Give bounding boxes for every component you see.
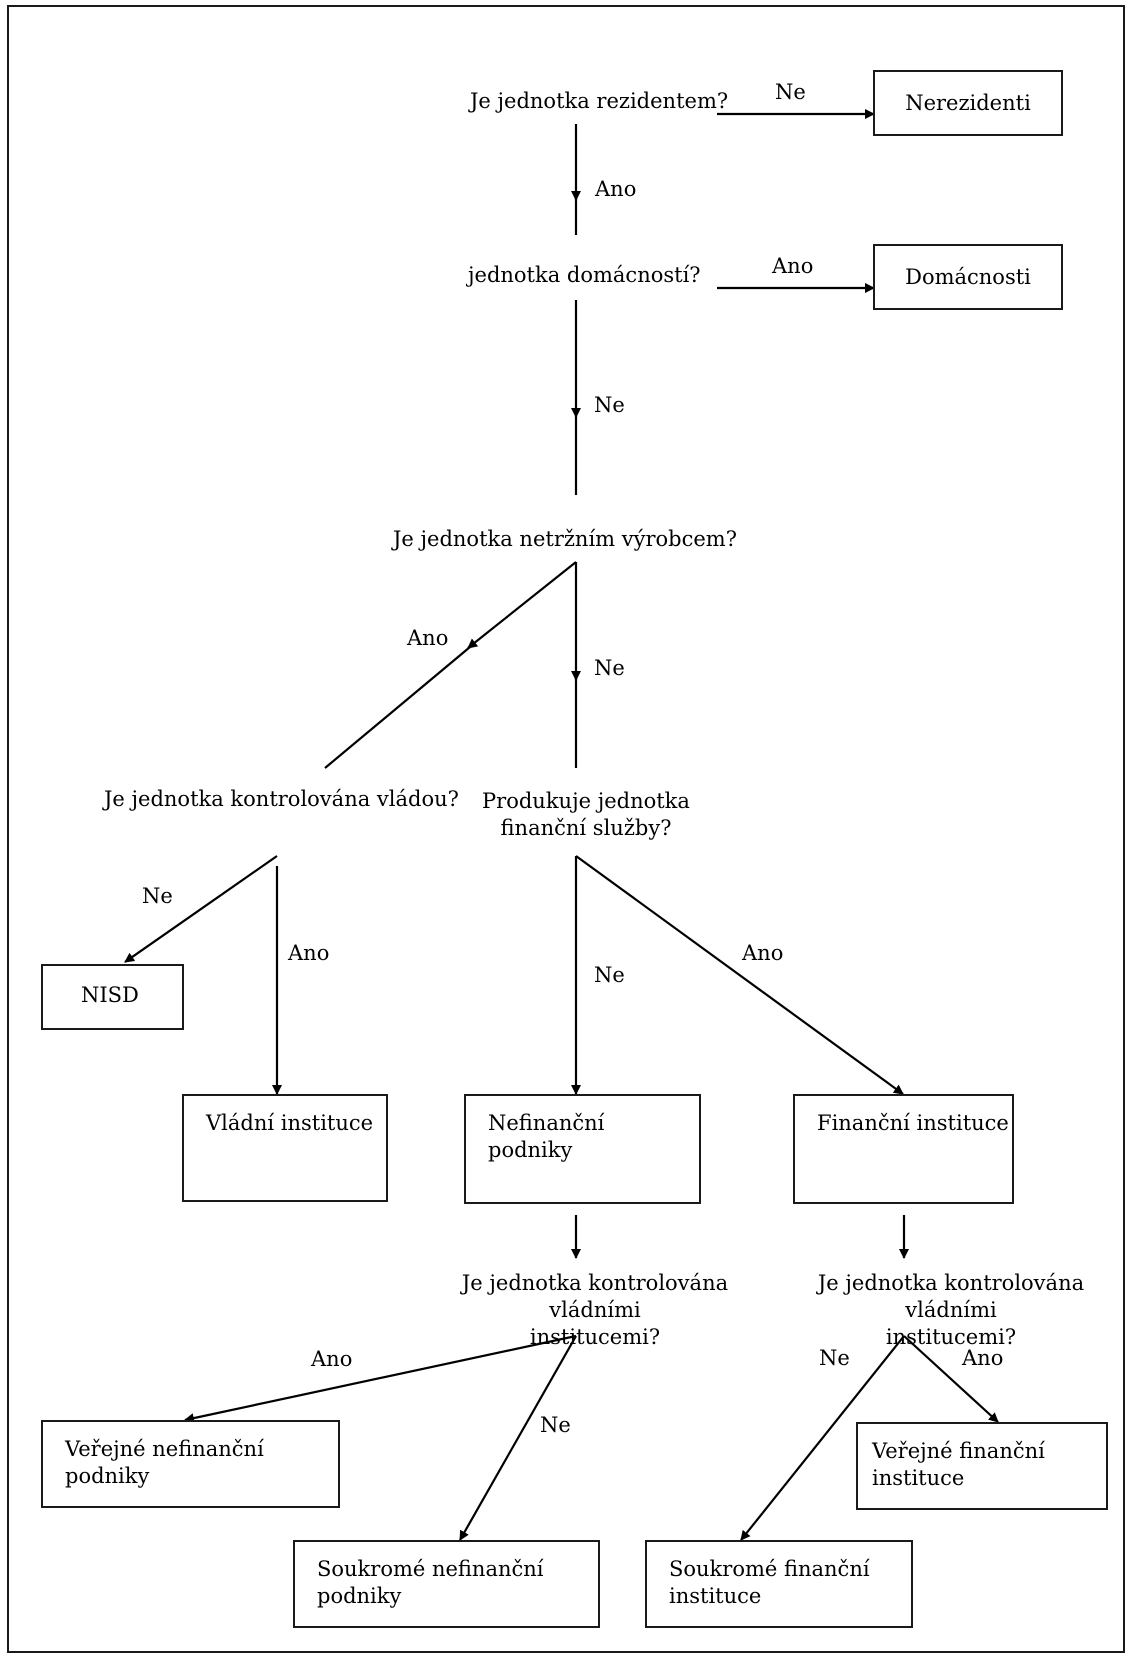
label-left-ctrl-yes: Ano xyxy=(311,1347,353,1371)
question-nonmarket: Je jednotka netržním výrobcem? xyxy=(393,527,737,551)
question-financial-services: Produkuje jednotka finanční služby? xyxy=(482,789,690,840)
label-fin-no: Ne xyxy=(594,963,625,987)
box-nisd: NISD xyxy=(41,964,184,1030)
box-nonresidents: Nerezidenti xyxy=(873,70,1063,136)
diagram-frame xyxy=(7,5,1125,1653)
box-nonfinancial-corps: Nefinanční podniky xyxy=(464,1094,701,1204)
box-public-financial: Veřejné finanční instituce xyxy=(856,1422,1108,1510)
label-nonmarket-no: Ne xyxy=(594,656,625,680)
box-households: Domácnosti xyxy=(873,244,1063,310)
edge-nonmarket-yes xyxy=(467,561,577,649)
question-gov-controlled: Je jednotka kontrolována vládou? xyxy=(104,787,459,811)
question-household: jednotka domácností? xyxy=(468,263,701,287)
box-private-nonfinancial: Soukromé nefinanční podniky xyxy=(293,1540,600,1628)
label-fin-yes: Ano xyxy=(742,941,784,965)
edge-left-ctrl-yes xyxy=(184,1334,577,1423)
question-gov-inst-controlled-left: Je jednotka kontrolována vládními instit… xyxy=(461,1271,729,1349)
label-household-yes: Ano xyxy=(772,254,814,278)
label-resident-no: Ne xyxy=(775,80,806,104)
label-right-ctrl-yes: Ano xyxy=(962,1346,1004,1370)
box-financial-institutions: Finanční instituce xyxy=(793,1094,1014,1204)
box-private-financial: Soukromé finanční instituce xyxy=(645,1540,913,1628)
label-gov-yes: Ano xyxy=(288,941,330,965)
edge-gov-no xyxy=(124,855,278,963)
label-household-no: Ne xyxy=(594,393,625,417)
edge-fin-yes xyxy=(575,855,904,1095)
question-resident: Je jednotka rezidentem? xyxy=(470,89,729,113)
label-resident-yes: Ano xyxy=(595,177,637,201)
label-left-ctrl-no: Ne xyxy=(540,1413,571,1437)
edge-left-ctrl-no xyxy=(459,1335,577,1541)
question-gov-inst-controlled-right: Je jednotka kontrolována vládními instit… xyxy=(817,1271,1085,1349)
label-right-ctrl-no: Ne xyxy=(819,1346,850,1370)
box-public-nonfinancial: Veřejné nefinanční podniky xyxy=(41,1420,340,1508)
label-gov-no: Ne xyxy=(142,884,173,908)
edge-right-ctrl-yes xyxy=(903,1335,999,1423)
label-nonmarket-yes: Ano xyxy=(407,626,449,650)
box-gov-institutions: Vládní instituce xyxy=(182,1094,388,1202)
edge-right-ctrl-no xyxy=(740,1335,905,1541)
